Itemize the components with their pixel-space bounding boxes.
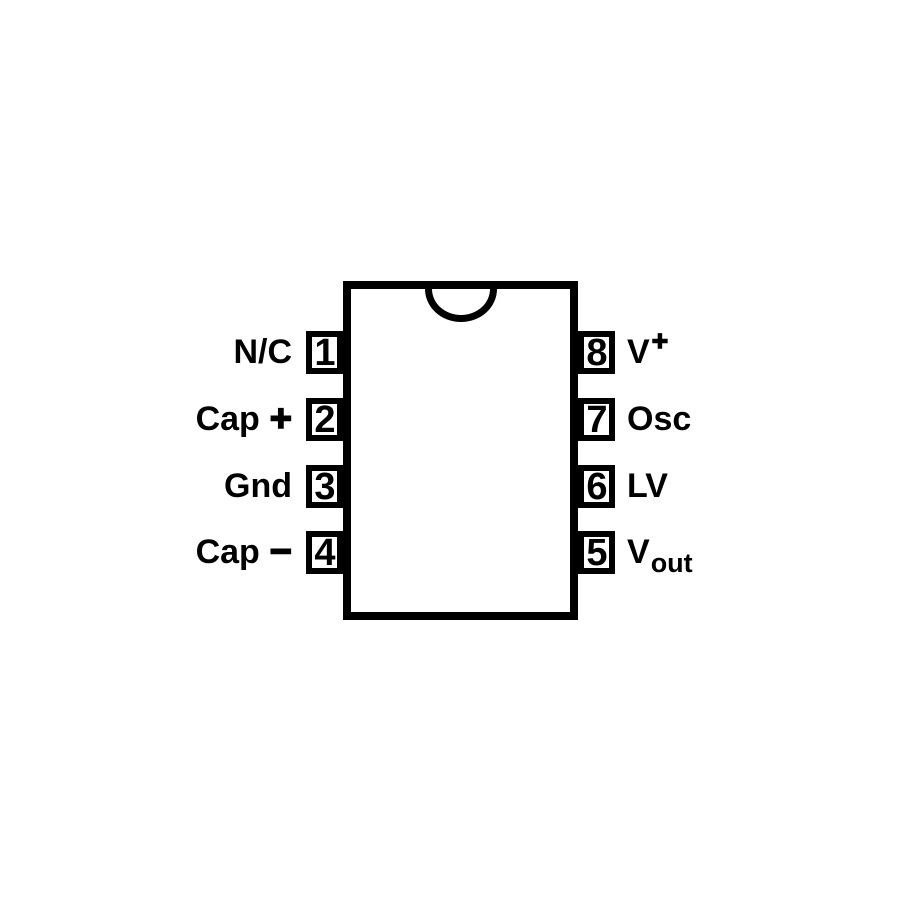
orientation-notch (424, 289, 497, 322)
pin-box-7: 7 (578, 398, 615, 441)
pin-label-osc: Osc (627, 398, 691, 441)
pin-label-gnd: Gnd (224, 465, 292, 508)
pin-label-vplus: V + (627, 324, 669, 374)
pin-label-vout: V out (627, 531, 693, 578)
vplus-superscript: + (651, 324, 669, 356)
pin-label-nc: N/C (233, 331, 292, 374)
pin-number-4: 4 (314, 531, 335, 574)
pin-box-8: 8 (578, 331, 615, 374)
minus-sign: − (269, 530, 293, 574)
pin-label-cap-plus: Cap + (195, 397, 293, 441)
pin-box-4: 4 (306, 531, 343, 574)
pin-label-vout-text: V (627, 533, 650, 571)
pin-box-5: 5 (578, 531, 615, 574)
pin-box-3: 3 (306, 465, 343, 508)
vout-subscript: out (650, 548, 693, 578)
pin-label-vplus-text: V (627, 333, 650, 371)
pin-label-cap-minus-text: Cap (195, 533, 260, 571)
pin-number-7: 7 (586, 398, 607, 441)
pin-box-1: 1 (306, 331, 343, 374)
pin-number-8: 8 (586, 331, 607, 374)
pin-label-lv-text: LV (627, 467, 668, 505)
pin-label-nc-text: N/C (233, 333, 292, 371)
pin-label-cap-plus-text: Cap (195, 400, 260, 438)
pin-label-cap-minus: Cap − (195, 530, 293, 574)
pin-number-2: 2 (314, 398, 335, 441)
pin-label-lv: LV (627, 465, 668, 508)
ic-body (343, 281, 578, 620)
pin-number-3: 3 (314, 465, 335, 508)
pin-label-osc-text: Osc (627, 400, 692, 438)
pin-box-6: 6 (578, 465, 615, 508)
pin-number-5: 5 (586, 531, 607, 574)
pin-number-1: 1 (314, 331, 335, 374)
pin-number-6: 6 (586, 465, 607, 508)
pin-box-2: 2 (306, 398, 343, 441)
pin-label-gnd-text: Gnd (224, 467, 292, 505)
plus-sign: + (269, 397, 293, 441)
